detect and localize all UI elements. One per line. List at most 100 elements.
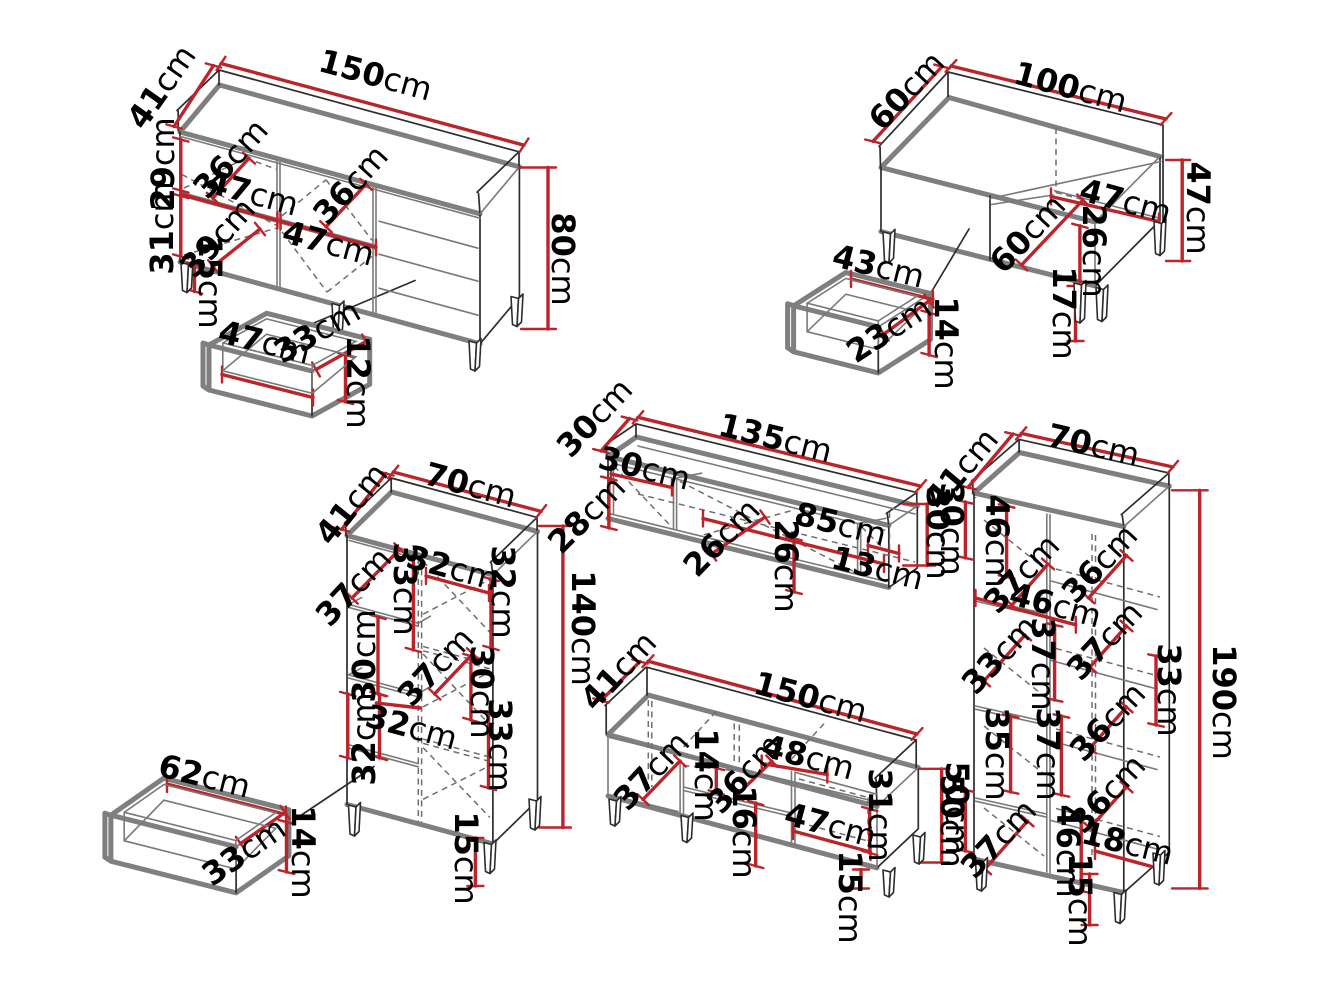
- panel-face: [347, 492, 538, 575]
- leg: [1119, 889, 1127, 925]
- panel-face: [180, 132, 480, 344]
- dimension-ticks: [956, 426, 1209, 927]
- dim-label-bookcase-37cm: 37cm: [1024, 617, 1062, 710]
- drawing-wall-shelf: [592, 410, 937, 596]
- leg: [980, 856, 989, 892]
- panel-face: [1123, 486, 1170, 893]
- panel-edges: [971, 450, 1172, 896]
- leg: [918, 831, 926, 865]
- inner-edges: [607, 733, 920, 869]
- panel-face: [608, 437, 918, 526]
- panel-face: [881, 167, 1095, 286]
- panel-edges: [177, 82, 522, 347]
- panel-edges: [102, 775, 292, 896]
- drawing-coffee-table: [864, 58, 1192, 343]
- panel-face: [347, 535, 493, 844]
- dim-label-coffee-table-drawer-14cm: 14cm: [927, 296, 965, 389]
- dim-label-wall-shelf-26cm: 26cm: [767, 519, 805, 612]
- dimension-ticks: [220, 333, 372, 407]
- inner-edges: [806, 292, 932, 351]
- dim-label-coffee-table-17cm: 17cm: [1045, 266, 1083, 359]
- inner-edge-outline: [806, 277, 919, 322]
- dim-label-highboard-32cm: 32cm: [345, 692, 383, 785]
- leg: [516, 293, 524, 328]
- inner-edge-outline: [222, 318, 359, 367]
- dimension-ticks: [165, 55, 558, 331]
- hidden-dashed-edges: [613, 465, 916, 573]
- panel-edges: [344, 489, 540, 847]
- dim-label-highboard-drawer-14cm: 14cm: [284, 805, 322, 898]
- panel-face: [236, 809, 289, 893]
- dimension-ticks: [592, 654, 951, 890]
- drawing-coffee-table-drawer: [785, 228, 970, 376]
- inner-edge-outline: [123, 783, 278, 842]
- leg: [186, 259, 194, 294]
- dimension-lines: [220, 339, 368, 404]
- inner-edges: [608, 445, 919, 583]
- dim-label-bookcase-46cm: 46cm: [978, 494, 1016, 587]
- dim-label-highboard-30cm: 30cm: [345, 609, 383, 702]
- panel-edges: [878, 95, 1163, 289]
- dim-label-tv-stand-14cm: 14cm: [687, 728, 725, 821]
- drawing-highboard: [296, 464, 573, 888]
- dim-label-highboard-33cm: 33cm: [481, 698, 519, 791]
- dim-label-bookcase-50cm: 50cm: [933, 774, 971, 867]
- outline-edges: [296, 477, 539, 845]
- dimension-lines: [339, 470, 565, 888]
- panel-face: [881, 97, 1160, 222]
- panel-face: [878, 293, 931, 373]
- leg: [353, 801, 362, 837]
- leg: [489, 839, 497, 875]
- leg: [534, 795, 542, 831]
- drawing-sideboard: [165, 55, 558, 372]
- panel-face: [480, 166, 520, 344]
- panel-edges: [605, 692, 921, 871]
- inner-edges: [989, 155, 1162, 287]
- dim-label-highboard-140cm: 140cm: [564, 570, 602, 686]
- panel-face: [974, 452, 1170, 527]
- hidden-dashed-edges: [181, 157, 373, 293]
- dimension-ticks: [592, 410, 937, 596]
- panel-face: [312, 339, 370, 416]
- dim-label-sideboard-29cm: 29cm: [144, 117, 182, 210]
- dim-label-bookcase-18cm: 18cm: [1078, 813, 1178, 872]
- leg: [1159, 218, 1167, 257]
- panel-face: [877, 767, 919, 868]
- leg: [614, 795, 622, 827]
- dim-label-sideboard-31cm: 31cm: [143, 181, 181, 274]
- dim-label-tv-stand-15cm: 15cm: [831, 850, 869, 943]
- drawing-tv-stand: [592, 654, 951, 898]
- dim-label-bookcase-15cm: 15cm: [1061, 853, 1099, 946]
- hidden-dashed-edges: [417, 558, 491, 823]
- dim-label-highboard-30cm: 30cm: [463, 645, 501, 738]
- inner-edges: [347, 530, 539, 768]
- leg: [474, 337, 482, 372]
- dim-label-tv-stand-50cm: 50cm: [938, 761, 976, 854]
- dim-label-sideboard-150cm: 150cm: [315, 42, 436, 109]
- dim-label-bookcase-33cm: 33cm: [1150, 643, 1188, 736]
- dim-label-coffee-table-47cm: 47cm: [1179, 161, 1217, 254]
- dim-label-wall-shelf-30cm: 30cm: [919, 486, 957, 579]
- dim-label-sideboard-80cm: 80cm: [544, 212, 582, 305]
- dimension-labels: 41cm 150cm 29cm 31cm 36cm 47cm 36cm 47cm…: [119, 38, 1243, 947]
- leg: [888, 866, 896, 898]
- drawing-bookcase: [956, 426, 1209, 927]
- dimension-ticks: [332, 464, 573, 888]
- hidden-dashed-edges: [1055, 128, 1085, 201]
- hidden-dashed-edges: [983, 519, 1161, 859]
- dimension-lines: [165, 782, 289, 874]
- dimension-lines: [871, 64, 1184, 343]
- panel-face: [492, 531, 538, 844]
- dimension-lines: [963, 431, 1202, 927]
- drawing-sideboard-drawer: [200, 310, 373, 419]
- panel-face: [180, 85, 520, 214]
- dim-label-sideboard-15cm: 15cm: [191, 235, 229, 328]
- dimension-lines: [599, 415, 929, 594]
- dim-label-tv-stand-16cm: 16cm: [725, 785, 763, 878]
- leg: [1101, 284, 1109, 323]
- dim-label-highboard-15cm: 15cm: [447, 811, 485, 904]
- outline-edges: [878, 71, 1164, 287]
- inner-edge-outline: [222, 333, 358, 395]
